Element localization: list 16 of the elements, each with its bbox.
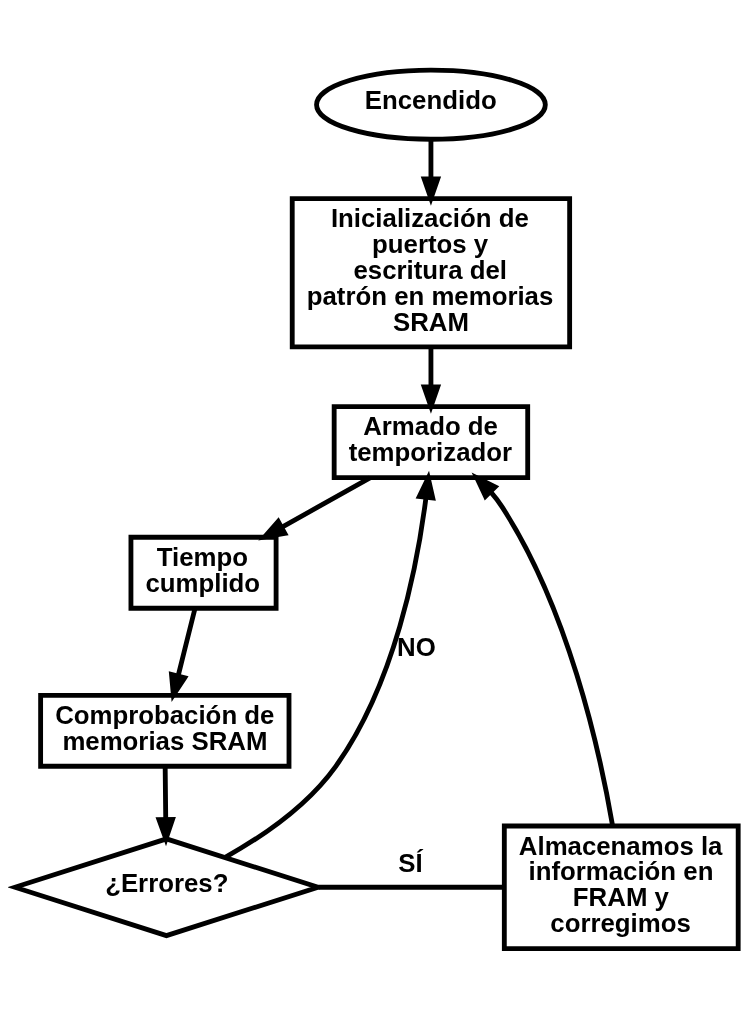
edge-label: SÍ (398, 848, 423, 877)
node-ellipse: Encendido (314, 67, 548, 142)
arrow (420, 139, 442, 206)
arrow (224, 470, 436, 859)
arrow (168, 607, 198, 702)
arrow (471, 472, 615, 826)
connector (318, 884, 504, 890)
node-box: Inicialización de puertos y escritura del patrón en memorias SRAM (289, 195, 573, 349)
arrow (420, 346, 442, 414)
arrow (258, 475, 372, 540)
arrow (155, 765, 176, 846)
node-box: Almacenamos la información en FRAM y corregimos (501, 823, 741, 951)
node-box: Comprobación de memorias SRAM (38, 692, 292, 769)
node-box: Armado de temporizador (331, 403, 531, 480)
edge-label: NO (397, 632, 436, 661)
node-box: Tiempo cumplido (128, 534, 279, 611)
